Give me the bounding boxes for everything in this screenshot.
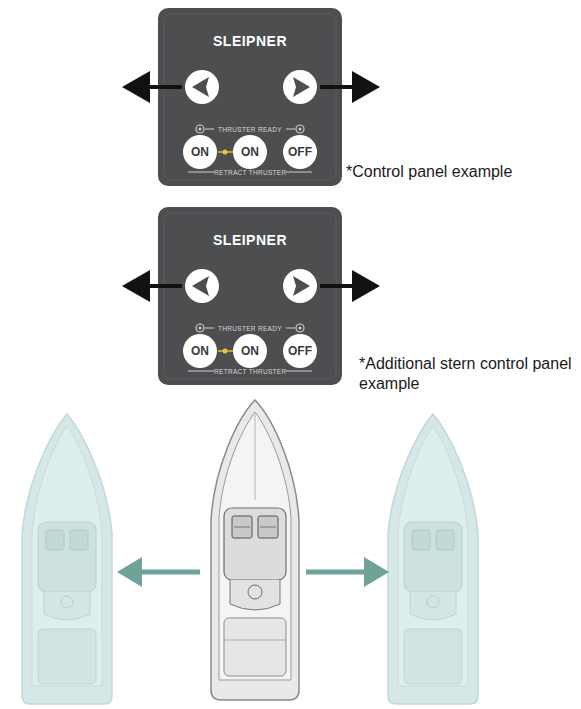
push-button: ON: [233, 334, 267, 368]
button-label: OFF: [288, 145, 312, 159]
button-label: ON: [241, 344, 259, 358]
push-button: ON: [183, 135, 217, 169]
panel-caption: RETRACT THRUSTER: [214, 368, 286, 375]
caption-note: *Additional stern control panel example: [359, 354, 579, 394]
push-button: OFF: [283, 135, 317, 169]
button-label: ON: [191, 344, 209, 358]
caption-note: *Control panel example: [346, 162, 576, 182]
brand-name: SLEIPNER: [213, 33, 287, 49]
button-label: ON: [191, 145, 209, 159]
button-label: OFF: [288, 344, 312, 358]
control-panel: SLEIPNER THRUSTER READY RETRACT THRUSTER ON…: [158, 8, 342, 186]
control-panel: SLEIPNER THRUSTER READY RETRACT THRUSTER ON…: [158, 207, 342, 385]
panel-caption: THRUSTER READY: [218, 126, 282, 133]
push-button: ON: [183, 334, 217, 368]
button-label: ON: [241, 145, 259, 159]
brand-name: SLEIPNER: [213, 232, 287, 248]
panel-caption: RETRACT THRUSTER: [214, 169, 286, 176]
panel-caption: THRUSTER READY: [218, 325, 282, 332]
push-button: ON: [233, 135, 267, 169]
push-button: OFF: [283, 334, 317, 368]
